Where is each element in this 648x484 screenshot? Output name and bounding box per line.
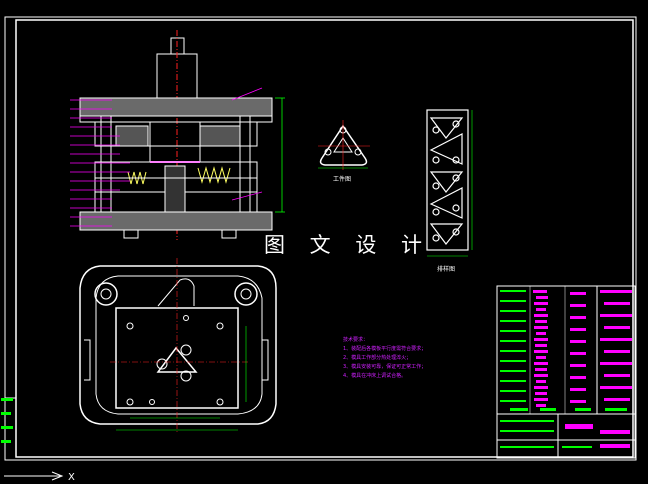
strip-outline — [426, 109, 469, 251]
triangular-part-outline — [319, 124, 368, 166]
guide-bushing-right — [234, 282, 258, 306]
x-axis-label: X — [68, 472, 75, 483]
die-plan-view — [79, 258, 277, 432]
punch-left — [115, 125, 149, 147]
lower-bolster-plate — [79, 211, 273, 231]
note-item: 2、模具工作部分热处理淬火； — [343, 355, 412, 361]
center-pin — [164, 165, 186, 213]
inner-frame — [15, 19, 634, 458]
left-edge-marks — [1, 398, 13, 443]
guide-post-right — [239, 115, 251, 213]
note-item: 1、装配后各模板平行度需符合要求； — [343, 346, 427, 352]
guide-bushing-left — [94, 282, 118, 306]
strip-layout-view — [426, 109, 473, 257]
foot-left — [123, 229, 139, 239]
title-block — [496, 285, 636, 459]
part-leaders — [70, 87, 263, 227]
lower-die-set-outline — [79, 265, 277, 425]
note-item: 3、模具安装可靠，保证可正常工作； — [343, 364, 427, 370]
technical-requirements: 技术要求： 1、装配后各模板平行度需符合要求； 2、模具工作部分热处理淬火； 3… — [343, 336, 426, 381]
strip-layout-label: 排样图 — [437, 266, 456, 273]
punch-right — [199, 125, 241, 147]
upper-die-plate — [79, 97, 273, 117]
watermark-text: 图 文 设 计 — [264, 233, 432, 257]
die-front-section-view — [79, 30, 273, 240]
outer-frame — [4, 16, 637, 461]
note-item: 4、模具在冲床上调试合格。 — [343, 373, 407, 379]
ucs-axis-icon — [4, 471, 64, 481]
height-dimension — [275, 97, 285, 213]
notes-title: 技术要求： — [343, 337, 369, 343]
backing-plate — [79, 115, 273, 123]
stripper-springs — [127, 166, 231, 185]
workpiece-view-label: 工件图 — [333, 176, 352, 183]
center-punch — [149, 121, 201, 163]
guide-post-left — [100, 115, 112, 213]
workpiece-view — [318, 120, 370, 170]
die-set-inner-outline — [95, 275, 263, 415]
foot-right — [221, 229, 237, 239]
